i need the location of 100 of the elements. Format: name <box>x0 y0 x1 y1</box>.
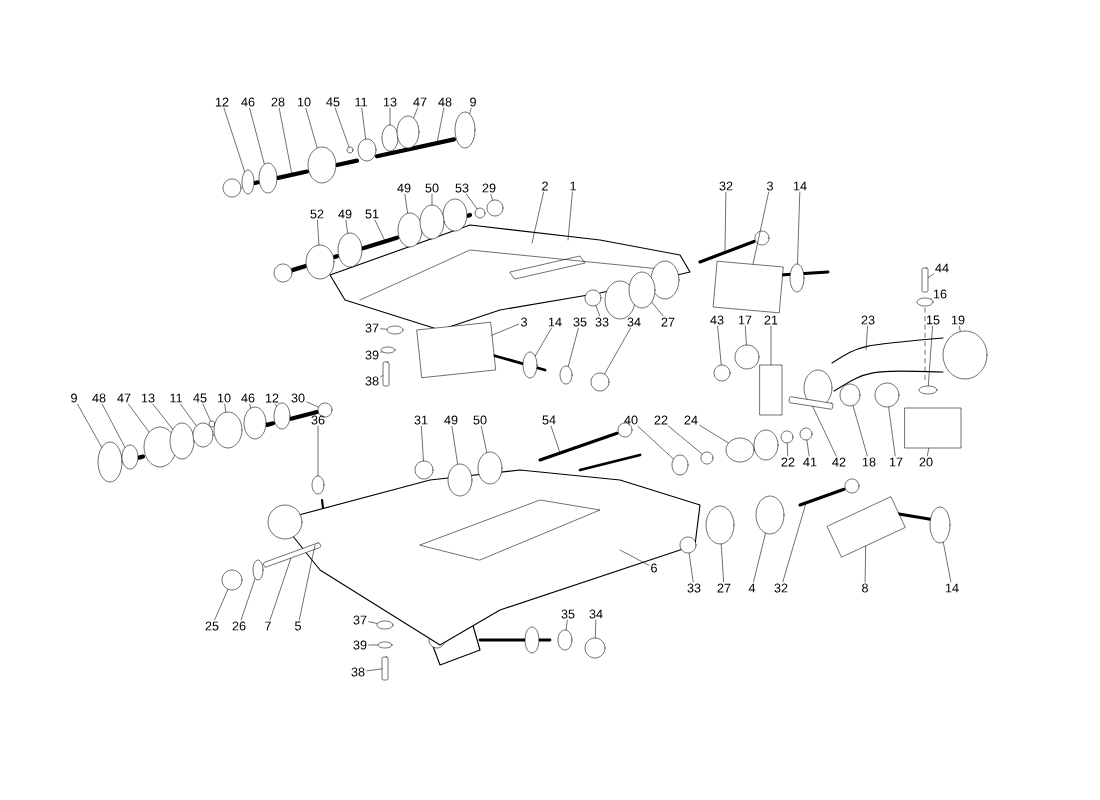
part-ring <box>559 365 573 385</box>
callout-number: 43 <box>710 315 724 325</box>
bolt <box>538 431 619 462</box>
callout-number: 35 <box>561 609 575 619</box>
leader-line <box>797 191 801 265</box>
leader-line <box>943 542 952 583</box>
callout-number: 22 <box>654 415 668 425</box>
callout-number: 18 <box>862 457 876 467</box>
part-block <box>904 407 962 449</box>
callout-number: 35 <box>573 317 587 327</box>
leader-line <box>240 578 256 621</box>
callout-number: 42 <box>832 457 846 467</box>
part-nut <box>584 289 602 307</box>
leader-line <box>852 405 868 457</box>
callout-number: 12 <box>265 393 279 403</box>
leader-line <box>366 668 382 672</box>
leader-line <box>864 545 866 583</box>
callout-number: 13 <box>141 393 155 403</box>
callout-number: 7 <box>265 621 271 631</box>
leader-line <box>595 305 600 317</box>
leader-line <box>368 621 378 624</box>
callout-number: 41 <box>803 457 817 467</box>
callout-number: 46 <box>241 393 255 403</box>
leader-line <box>565 619 568 631</box>
leader-line <box>865 325 868 351</box>
bushing <box>650 260 680 300</box>
leader-line <box>380 375 383 377</box>
leader-line <box>269 558 292 621</box>
leader-line <box>202 403 211 422</box>
part-nut <box>700 451 714 465</box>
leader-line <box>595 619 597 638</box>
leader-line <box>491 323 520 336</box>
callout-number: 38 <box>351 667 365 677</box>
leader-line <box>380 328 388 330</box>
callout-number: 45 <box>193 393 207 403</box>
part-nut <box>874 382 900 408</box>
leader-line <box>451 425 458 465</box>
leader-line <box>306 401 319 408</box>
part-ring <box>942 330 988 380</box>
leader-line <box>688 552 694 583</box>
part-ring <box>386 325 404 335</box>
leader-line <box>928 273 934 278</box>
bolt-head <box>844 478 860 494</box>
leader-line <box>699 425 729 444</box>
leader-line <box>745 325 747 345</box>
washer <box>524 626 540 654</box>
callout-number: 37 <box>353 615 367 625</box>
leader-line <box>770 325 772 365</box>
leader-line <box>481 425 487 453</box>
bolt <box>921 267 929 293</box>
callout-number: 50 <box>425 183 439 193</box>
callout-number: 3 <box>766 181 773 191</box>
part-ring <box>311 475 325 495</box>
part-ring <box>121 444 139 470</box>
part-block <box>759 364 783 416</box>
callout-number: 52 <box>310 209 324 219</box>
callout-number: 2 <box>542 181 548 191</box>
leader-line <box>928 325 933 386</box>
callout-number: 17 <box>889 457 903 467</box>
callout-number: 5 <box>295 621 301 631</box>
callout-number: 47 <box>117 393 131 403</box>
callout-number: 49 <box>338 209 352 219</box>
leader-line <box>668 425 703 455</box>
callout-number: 17 <box>738 315 752 325</box>
part-ring <box>705 505 735 545</box>
callout-number: 19 <box>951 315 965 325</box>
callout-number: 38 <box>365 376 379 386</box>
callout-number: 46 <box>241 97 255 107</box>
part-ring <box>454 111 476 149</box>
callout-number: 49 <box>444 415 458 425</box>
leader-line <box>535 327 552 357</box>
leader-line <box>249 403 252 409</box>
leader-line <box>812 406 837 457</box>
part-ring <box>419 204 445 240</box>
callout-number: 11 <box>355 97 367 107</box>
callout-number: 39 <box>353 640 367 650</box>
callout-number: 6 <box>651 563 657 573</box>
callout-number: 25 <box>205 621 219 631</box>
leader-line <box>421 425 424 461</box>
callout-number: 21 <box>764 315 778 325</box>
leader-line <box>490 193 493 201</box>
part-ring <box>839 383 861 407</box>
leader-line <box>782 502 807 583</box>
part-block <box>826 496 906 558</box>
part-ring <box>557 629 573 651</box>
part-ring <box>929 506 951 544</box>
leader-line <box>466 193 478 209</box>
callout-number: 30 <box>291 393 305 403</box>
callout-number: 39 <box>365 350 379 360</box>
part-ring <box>916 297 934 307</box>
callout-number: 45 <box>326 97 340 107</box>
part-ring <box>396 115 420 149</box>
part-ring <box>628 271 656 309</box>
leader-line <box>224 403 227 413</box>
callout-number: 9 <box>71 393 77 403</box>
bolt <box>381 656 389 681</box>
callout-number: 20 <box>919 457 933 467</box>
leader-line <box>334 107 350 148</box>
part-ring <box>273 402 291 430</box>
part-ring <box>241 169 255 195</box>
